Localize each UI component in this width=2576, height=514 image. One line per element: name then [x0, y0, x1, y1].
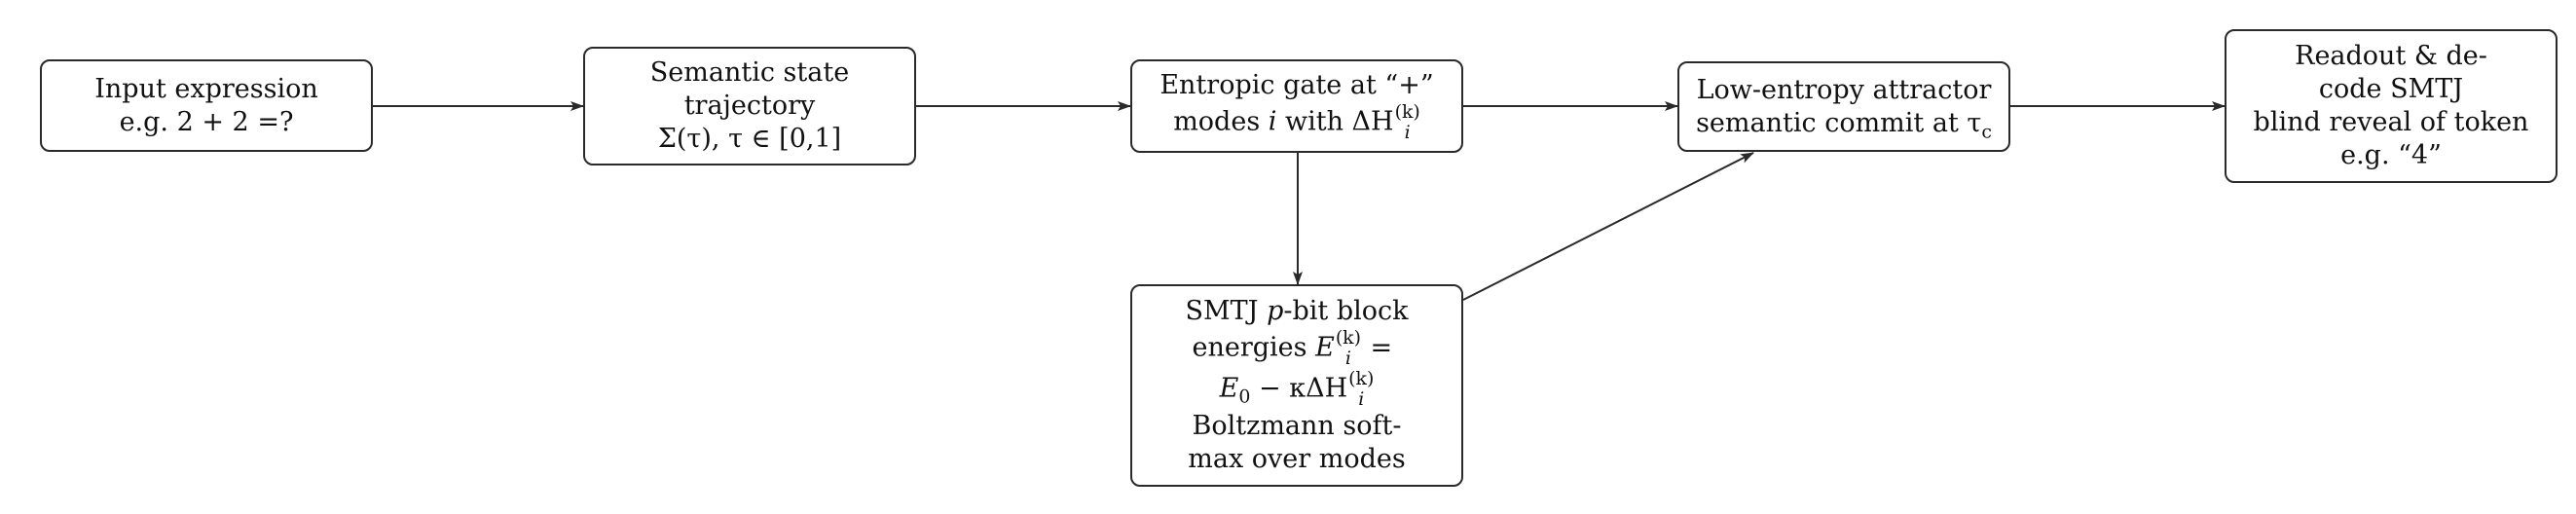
node-low-entropy-attractor: Low-entropy attractor semantic commit at… — [1677, 61, 2010, 152]
readout-line-4: e.g. “4” — [2340, 140, 2442, 170]
node-smtj-pbit-block: SMTJ p-bit block energies E(k)i= E0 − κΔ… — [1130, 284, 1463, 487]
smtj-energies: energies E(k)i= — [1192, 327, 1393, 370]
gate-modes: modes i with ΔH(k)i — [1173, 101, 1420, 143]
smtj-title: SMTJ p-bit block — [1185, 296, 1409, 327]
attractor-title: Low-entropy attractor — [1696, 74, 1992, 105]
input-example: e.g. 2 + 2 =? — [119, 106, 294, 137]
node-readout-decode: Readout & de- code SMTJ blind reveal of … — [2225, 29, 2558, 183]
readout-line-3: blind reveal of token — [2253, 107, 2529, 137]
semantic-label-2: trajectory — [683, 91, 816, 121]
smtj-softmax: max over modes — [1188, 443, 1406, 474]
edge-smtj-to-attractor — [1462, 152, 1754, 301]
input-label: Input expression — [94, 73, 318, 104]
readout-line-1: Readout & de- — [2295, 41, 2487, 71]
gate-title: Entropic gate at “+” — [1159, 70, 1434, 101]
node-semantic-state: Semantic state trajectory Σ(τ), τ ∈ [0,1… — [583, 47, 916, 165]
semantic-formula: Σ(τ), τ ∈ [0,1] — [657, 124, 842, 154]
smtj-energy-formula: E0 − κΔH(k)i — [1219, 368, 1375, 410]
readout-line-2: code SMTJ — [2318, 74, 2464, 104]
node-entropic-gate: Entropic gate at “+” modes i with ΔH(k)i — [1130, 59, 1463, 153]
smtj-boltzmann: Boltzmann soft- — [1192, 410, 1402, 441]
semantic-label: Semantic state — [649, 57, 850, 88]
node-input-expression: Input expression e.g. 2 + 2 =? — [40, 59, 373, 152]
attractor-commit: semantic commit at τc — [1696, 107, 1992, 142]
